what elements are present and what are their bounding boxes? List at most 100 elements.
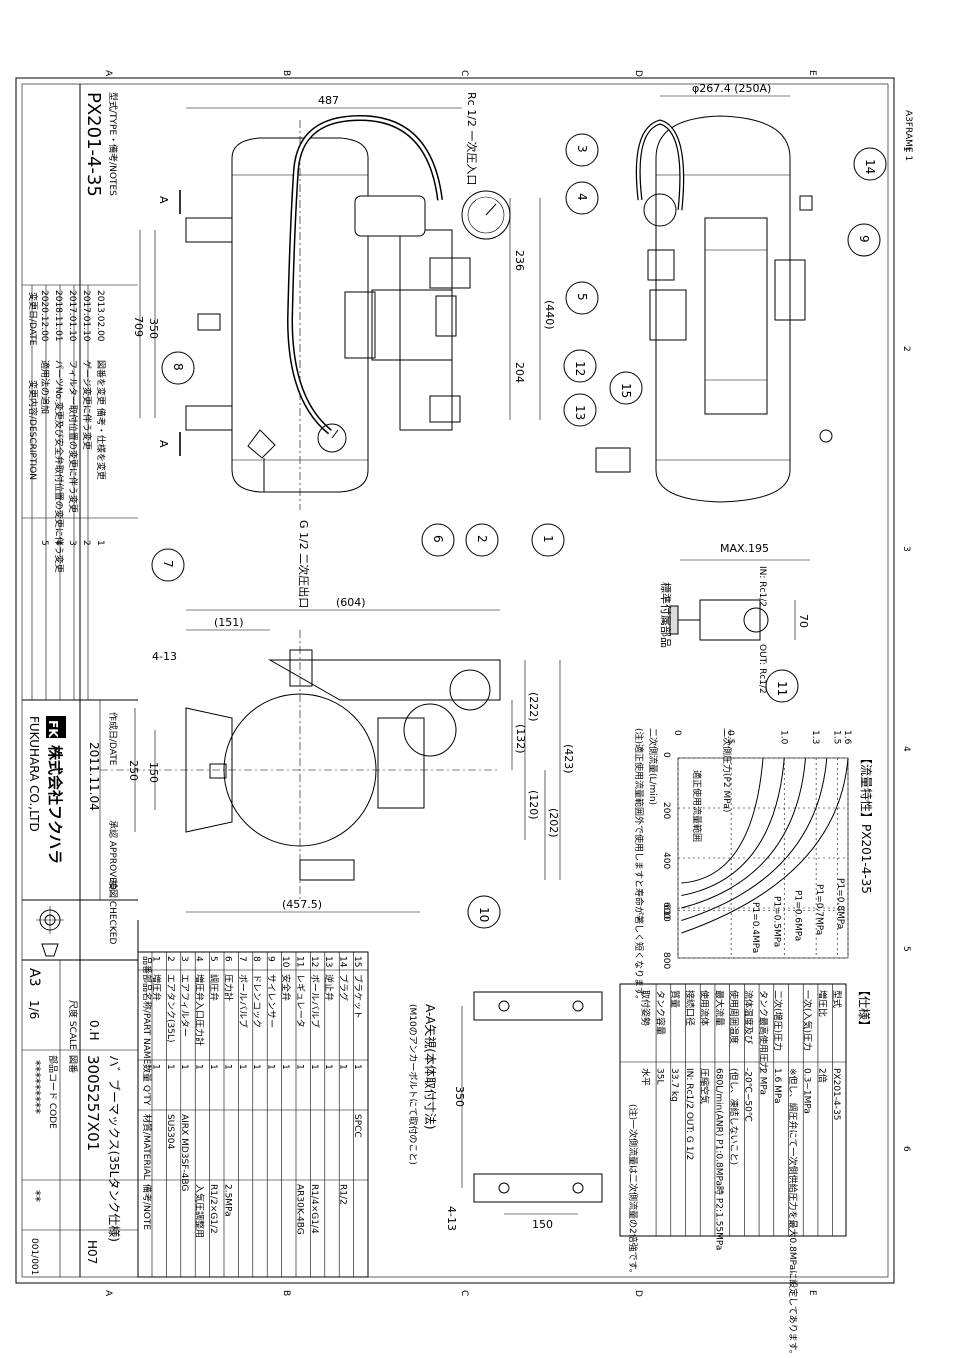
spec-value: 33.7 kg [669, 1068, 679, 1102]
parts-qty: 1 [280, 1064, 290, 1070]
chart-curve-label: P1=0.7MPa [814, 884, 824, 935]
side-view: φ267.4 (250A) [595, 82, 833, 503]
parts-note: 入気圧調整用 [194, 1184, 206, 1238]
dim-202: (202) [547, 808, 560, 838]
rev-desc: 図番を変更 備考・仕様を変更 [95, 360, 107, 480]
chart-curve [681, 757, 849, 934]
parts-material: SUS304 [165, 1114, 175, 1149]
spec-value: -20℃~50℃ [743, 1068, 753, 1122]
parts-no: 6 [222, 956, 232, 962]
parts-name: 圧力計 [222, 974, 234, 1001]
balloon-label-15: 15 [619, 383, 633, 398]
spec-table: 【仕様】 (注)一次側流量は二次側流量の2倍強です。 型式PX201-4-35増… [619, 983, 871, 1358]
drain-cock [197, 313, 221, 331]
svg-text:FK: FK [46, 720, 60, 738]
balloon-1 [531, 523, 565, 557]
regulator-detail: MAX.195 70 標準付属部品 IN: Rc1/2 OUT: Rc1/2 [659, 542, 810, 694]
rev-date: 2017.01.10 [67, 290, 77, 342]
dim-max195: MAX.195 [720, 542, 769, 555]
balloon-label-6: 6 [431, 535, 445, 543]
dim-487: 487 [318, 94, 339, 107]
balloon-label-11: 11 [775, 681, 789, 696]
frame-col-bottom-D: D [633, 1290, 643, 1297]
parts-name: レギュレータ [294, 974, 305, 1028]
parts-header-no: 品番 [141, 956, 153, 974]
frame-row-4: 4 [901, 746, 911, 752]
balloon-label-3: 3 [575, 145, 589, 153]
parts-no: 5 [208, 956, 218, 962]
dim-70: 70 [797, 614, 810, 628]
parts-qty: 1 [179, 1064, 189, 1070]
mount-foot-bottom [185, 405, 233, 431]
parts-qty: 1 [208, 1064, 218, 1070]
chart-ytick: 0 [672, 730, 682, 736]
chart-curves: P1=0.8MPaP1=0.7MPaP1=0.6MPaP1=0.5MPaP1=0… [681, 757, 849, 953]
parts-header-material: 材質/MATERIAL [141, 1114, 153, 1180]
parts-name: 逆止弁 [323, 974, 335, 1001]
frame-col-bottom-E: E [807, 1290, 817, 1296]
parts-note: AR30K-4BG [294, 1184, 304, 1235]
chart-ytick: 0.5 [725, 730, 735, 744]
rev-mark: 3 [67, 540, 77, 546]
spec-value: 35L [654, 1068, 664, 1084]
chart-ylabel: 二次側圧力(P2 MPa) [721, 728, 733, 812]
parts-qty: 1 [266, 1064, 276, 1070]
dim-aa-150: 150 [532, 1218, 553, 1231]
outlet-note: G 1/2 二次圧出口 [297, 520, 311, 608]
chart-curve-label: P1=0.6MPa [793, 890, 803, 941]
oh-value: 0.H [87, 1020, 101, 1040]
parts-qty: 1 [165, 1064, 175, 1070]
balloon-3 [565, 133, 599, 167]
projection-symbol [36, 906, 64, 957]
balloon-label-9: 9 [857, 235, 871, 243]
dim-236: 236 [513, 250, 526, 271]
spec-value: 水平 [640, 1068, 652, 1086]
chart-xtick: 800 [661, 952, 671, 969]
spec-frame [619, 983, 847, 1237]
inlet-note: Rc 1/2 一次圧入口 [465, 92, 479, 185]
parts-name: サイレンサー [266, 974, 277, 1028]
spec-title: 【仕様】 [857, 984, 871, 1032]
parts-name: ドレンコック [251, 974, 262, 1028]
parts-qty: 1 [294, 1064, 304, 1070]
dim-aa-4-13: 4-13 [445, 1206, 458, 1231]
parts-header-note: 備考/NOTE [141, 1184, 153, 1230]
spec-value: 2倍 [816, 1068, 828, 1083]
dim-150: 150 [147, 762, 160, 783]
chart-xtick: 610 [661, 905, 671, 922]
chart-ytick: 1.6 [842, 730, 852, 745]
rev-date: 2020.12.00 [39, 290, 49, 342]
section-mark-a-bottom: A [157, 440, 170, 448]
rev-mark: 5 [39, 540, 49, 546]
revision-table: 2020.12.00適用法の追加52018.11.01パーツNo.変更及び安全弁… [31, 285, 107, 700]
balloon-10 [467, 895, 501, 929]
dim-132: (132) [514, 724, 527, 754]
balloon-label-8: 8 [171, 363, 185, 371]
chart-title: 【流量特性】PX201-4-35 [859, 752, 874, 894]
parts-material: AIRX MD3SF-4BG [179, 1114, 189, 1191]
chart-curve-label: P1=0.8MPa [835, 878, 845, 929]
rev-desc: 適用法の追加 [39, 360, 51, 414]
dim-350: 350 [147, 318, 160, 339]
dim-250: 250 [127, 760, 140, 781]
frame-row-6: 6 [901, 1146, 911, 1152]
aa-title: A-A矢視(本体取付寸法) [423, 1004, 438, 1130]
parts-note: R1/2×G1/2 [208, 1184, 218, 1234]
section-mark-a-top: A [157, 196, 170, 204]
dim-204: 204 [513, 362, 526, 383]
rev-desc: パーツNo.変更及び安全弁取付位置の変更に伴う変更 [53, 360, 65, 573]
parts-no: 15 [352, 956, 362, 967]
balloon-4 [565, 181, 599, 215]
parts-no: 3 [179, 956, 189, 962]
parts-no: 7 [237, 956, 247, 962]
balloon-12 [563, 349, 597, 383]
dim-423: (423) [562, 744, 575, 774]
parts-qty: 1 [150, 1064, 160, 1070]
spec-key: タンク最高使用圧力 [757, 990, 769, 1071]
top-view: (604) (151) 4-13 250 150 (222) (132) (42… [100, 596, 575, 913]
balloon-6 [421, 523, 455, 557]
parts-name: エアタンク(35L) [165, 974, 176, 1043]
parts-qty: 1 [309, 1064, 319, 1070]
frame-col-bottom-B: B [281, 1290, 291, 1296]
